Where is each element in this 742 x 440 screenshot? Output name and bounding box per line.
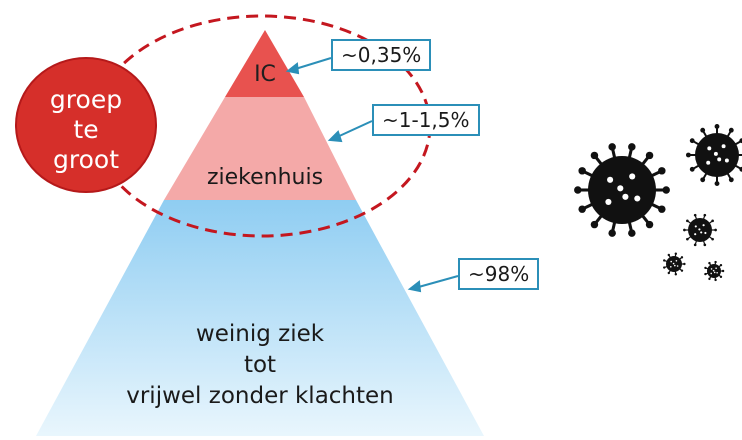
group-label-line1: groep	[49, 85, 123, 114]
mild-label-line2: tot	[243, 352, 277, 378]
hospital-callout: ~1-1,5%	[372, 104, 480, 136]
group-label-line3: groot	[53, 145, 119, 174]
ic-arrowhead	[285, 62, 300, 75]
ic-label: IC	[254, 62, 276, 87]
hospital-tier	[164, 97, 356, 200]
ic-arrow	[291, 57, 332, 71]
mild-callout: ~98%	[458, 258, 540, 290]
group-circle	[15, 57, 157, 193]
mild-arrow	[414, 275, 459, 289]
virus-icon	[685, 123, 742, 187]
virus-icons	[574, 123, 742, 282]
ic-callout: ~0,35%	[331, 39, 432, 71]
hospital-arrowhead	[327, 130, 343, 143]
virus-icon	[663, 252, 686, 276]
mild-tier	[36, 200, 484, 436]
mild-label-line1: weinig ziek	[195, 321, 325, 347]
mild-label-line3: vrijwel zonder klachten	[126, 383, 394, 409]
virus-icon	[574, 143, 670, 237]
group-label-line2: te	[73, 115, 99, 144]
virus-icon	[704, 260, 725, 282]
virus-icon	[683, 213, 717, 247]
hospital-label: ziekenhuis	[206, 165, 324, 190]
mild-arrowhead	[407, 280, 422, 293]
hospital-arrow	[334, 120, 373, 139]
ic-tier	[225, 30, 304, 97]
